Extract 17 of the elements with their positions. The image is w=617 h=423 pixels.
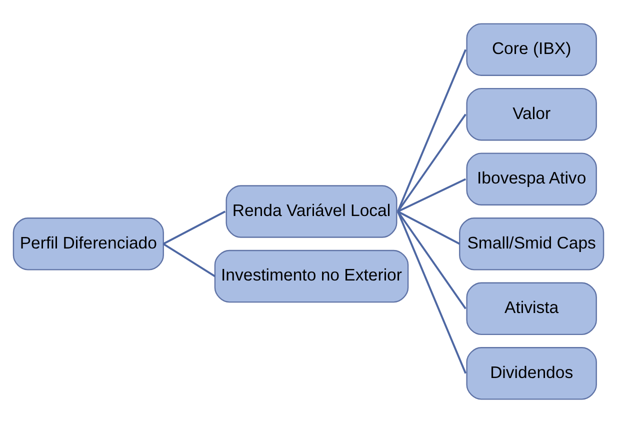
connector [396,49,466,212]
node-box: Ibovespa Ativo [466,152,597,206]
node-box: Investimento no Exterior [214,250,409,303]
connector [397,114,466,212]
node-box: Dividendos [466,347,597,400]
node-box: Small/Smid Caps [459,218,604,270]
node-box: Ativista [466,282,597,336]
connector [397,178,466,212]
connector [162,243,216,278]
node-box: Valor [466,88,597,141]
node-box: Renda Variável Local [226,185,398,238]
connector [397,210,466,310]
node-box: Core (IBX) [466,23,597,76]
connector [162,210,226,245]
connector [396,211,466,374]
node-box: Perfil Diferenciado [12,218,164,270]
connector [397,210,460,245]
